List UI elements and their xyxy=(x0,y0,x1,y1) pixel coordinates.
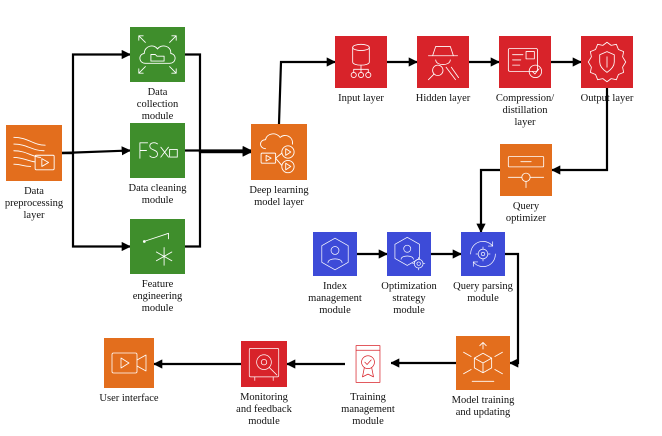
edge-deep-learning-to-input-layer xyxy=(277,57,336,125)
gear-cycle-icon xyxy=(470,241,496,267)
detective-icon xyxy=(428,45,460,81)
node-deep-learning xyxy=(251,124,307,180)
nodes xyxy=(6,27,633,390)
hex-gear-icon xyxy=(394,236,426,271)
node-feature-engineering xyxy=(130,219,185,274)
node-data-preprocessing xyxy=(6,125,62,181)
node-output-layer xyxy=(581,36,633,88)
node-data-collection xyxy=(130,27,185,82)
node-box-hidden-layer xyxy=(417,36,469,88)
database-icon xyxy=(350,43,372,79)
node-box-query-parsing xyxy=(461,232,505,276)
node-box-monitoring-feedback xyxy=(241,341,287,387)
node-monitoring-feedback xyxy=(241,341,287,387)
node-label-hidden-layer: Hidden layer xyxy=(416,93,471,104)
shield-gear-icon xyxy=(587,41,627,83)
node-data-cleaning xyxy=(130,123,185,178)
node-optimization-strategy xyxy=(387,232,431,276)
node-input-layer xyxy=(335,36,387,88)
edge-query-optimizer-to-query-parsing xyxy=(476,168,500,233)
node-hidden-layer xyxy=(417,36,469,88)
node-label-output-layer: Output layer xyxy=(581,93,634,104)
node-model-training xyxy=(456,336,510,390)
edge-data-collection-to-deep-learning xyxy=(185,53,252,157)
fsx-icon xyxy=(139,142,178,159)
cube-network-icon xyxy=(463,342,503,382)
safe-icon xyxy=(248,347,280,381)
cloud-folder-icon xyxy=(138,35,177,74)
document-badge-icon xyxy=(355,345,381,383)
edges xyxy=(61,49,609,369)
cloud-media-icon xyxy=(260,133,295,174)
node-box-training-management xyxy=(345,341,391,387)
node-query-parsing xyxy=(461,232,505,276)
edge-feature-engineering-to-deep-learning xyxy=(185,147,252,248)
edge-data-preprocessing-to-data-collection xyxy=(62,49,131,155)
node-compression xyxy=(499,36,551,88)
edge-query-parsing-to-model-training xyxy=(505,252,520,368)
node-box-index-management xyxy=(313,232,357,276)
node-box-data-cleaning xyxy=(130,123,185,178)
node-box-input-layer xyxy=(335,36,387,88)
hex-person-icon xyxy=(321,237,349,271)
node-box-deep-learning xyxy=(251,124,307,180)
edge-data-preprocessing-to-feature-engineering xyxy=(62,151,131,252)
node-query-optimizer xyxy=(500,144,552,196)
stream-icon xyxy=(13,136,55,171)
node-box-feature-engineering xyxy=(130,219,185,274)
node-box-query-optimizer xyxy=(500,144,552,196)
edge-output-layer-to-query-optimizer xyxy=(551,88,609,175)
video-camera-icon xyxy=(111,352,147,374)
node-user-interface xyxy=(104,338,154,388)
node-training-management xyxy=(345,341,391,387)
node-box-optimization-strategy xyxy=(387,232,431,276)
node-label-user-interface: User interface xyxy=(99,393,159,404)
node-box-data-preprocessing xyxy=(6,125,62,181)
panel-icon xyxy=(507,156,545,189)
node-label-input-layer: Input layer xyxy=(338,93,384,104)
node-index-management xyxy=(313,232,357,276)
snowflake-icon xyxy=(142,232,173,266)
node-box-data-collection xyxy=(130,27,185,82)
certificate-icon xyxy=(507,48,543,79)
node-box-compression xyxy=(499,36,551,88)
